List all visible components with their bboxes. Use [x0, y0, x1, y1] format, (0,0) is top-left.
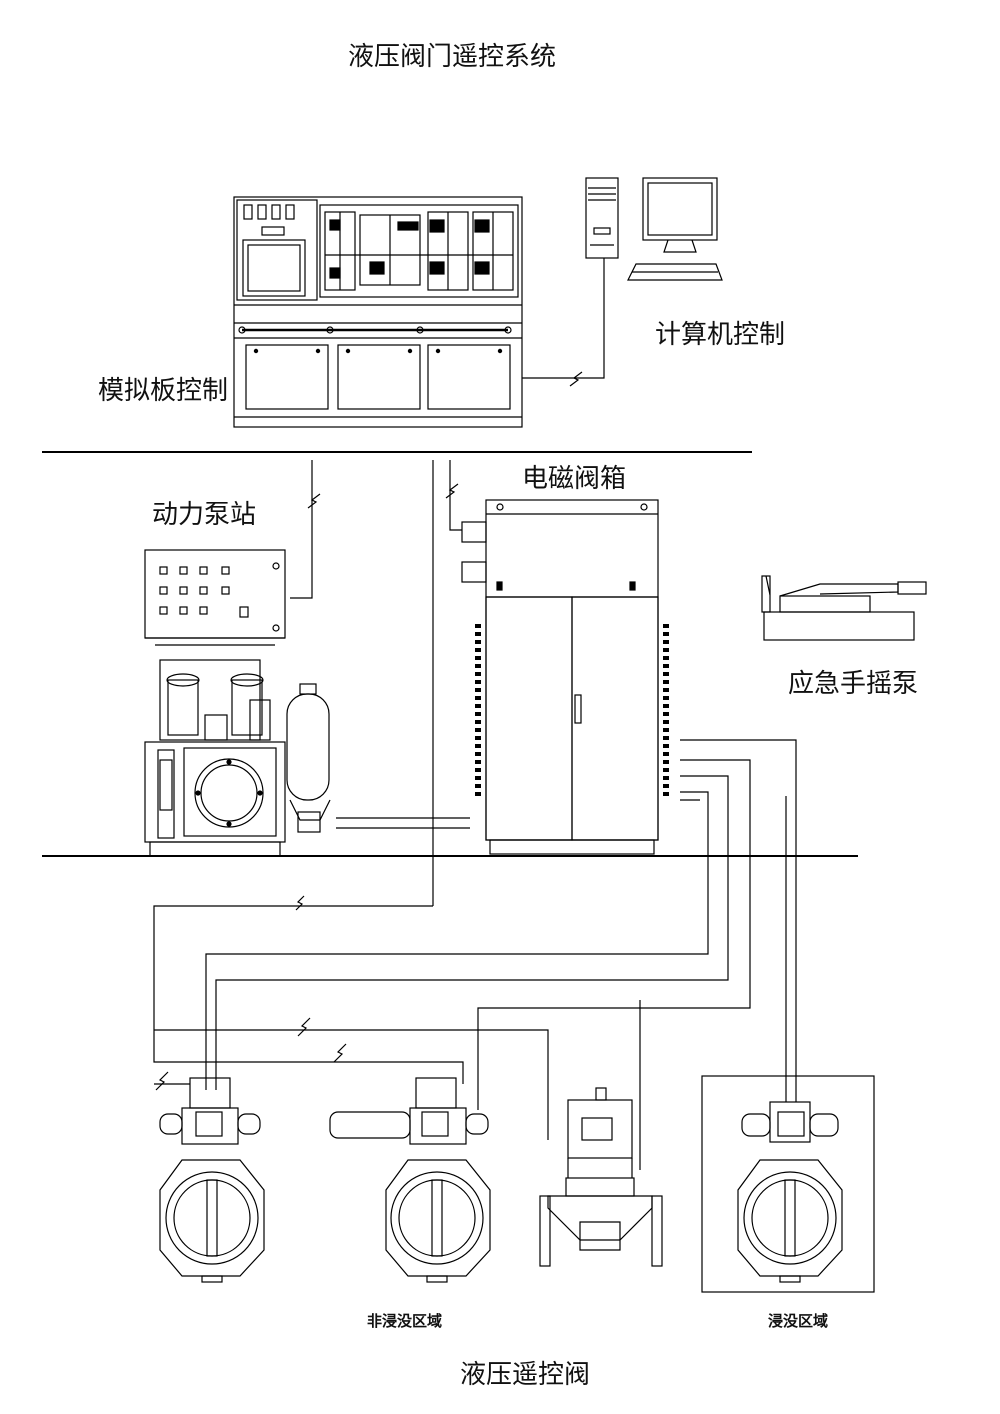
submerged-zone-enclosure — [701, 1075, 875, 1293]
computer-panel-signal-line — [522, 258, 605, 379]
solenoid-valve-cabinet — [461, 499, 669, 855]
label-panel-control: 模拟板控制 — [98, 376, 229, 406]
page-title: 液压阀门遥控系统 — [348, 42, 557, 72]
panel-pump-signal-line — [290, 460, 313, 599]
pump-control-switches — [159, 562, 280, 632]
label-non-submerged-zone: 非浸没区域 — [367, 1312, 443, 1330]
valve-supply-pipes — [205, 739, 797, 1170]
butterfly-valve-2 — [329, 1077, 491, 1283]
panel-solenoid-signal-line — [449, 460, 462, 531]
tank-cover — [194, 758, 264, 828]
signal-break-mark — [445, 483, 459, 499]
signal-break-mark — [307, 493, 321, 509]
label-submerged-zone: 浸没区域 — [768, 1312, 829, 1330]
label-computer-control: 计算机控制 — [655, 320, 786, 350]
globe-valve — [539, 1087, 663, 1267]
simulation-panel-console — [233, 196, 523, 428]
power-pump-station — [144, 549, 331, 857]
emergency-hand-pump — [761, 575, 927, 641]
butterfly-valve-3 — [701, 1075, 875, 1293]
label-power-pump-station: 动力泵站 — [152, 500, 257, 530]
accumulator — [286, 693, 330, 801]
signal-break-mark — [569, 371, 583, 387]
label-emergency-hand-pump: 应急手摇泵 — [788, 669, 919, 699]
butterfly-valve-1 — [159, 1077, 265, 1283]
valve-signal-wiring — [153, 895, 549, 1140]
label-solenoid-valve-box: 电磁阀箱 — [522, 464, 627, 494]
computer-workstation — [585, 177, 723, 281]
label-hydraulic-remote-valve: 液压遥控阀 — [460, 1360, 591, 1390]
